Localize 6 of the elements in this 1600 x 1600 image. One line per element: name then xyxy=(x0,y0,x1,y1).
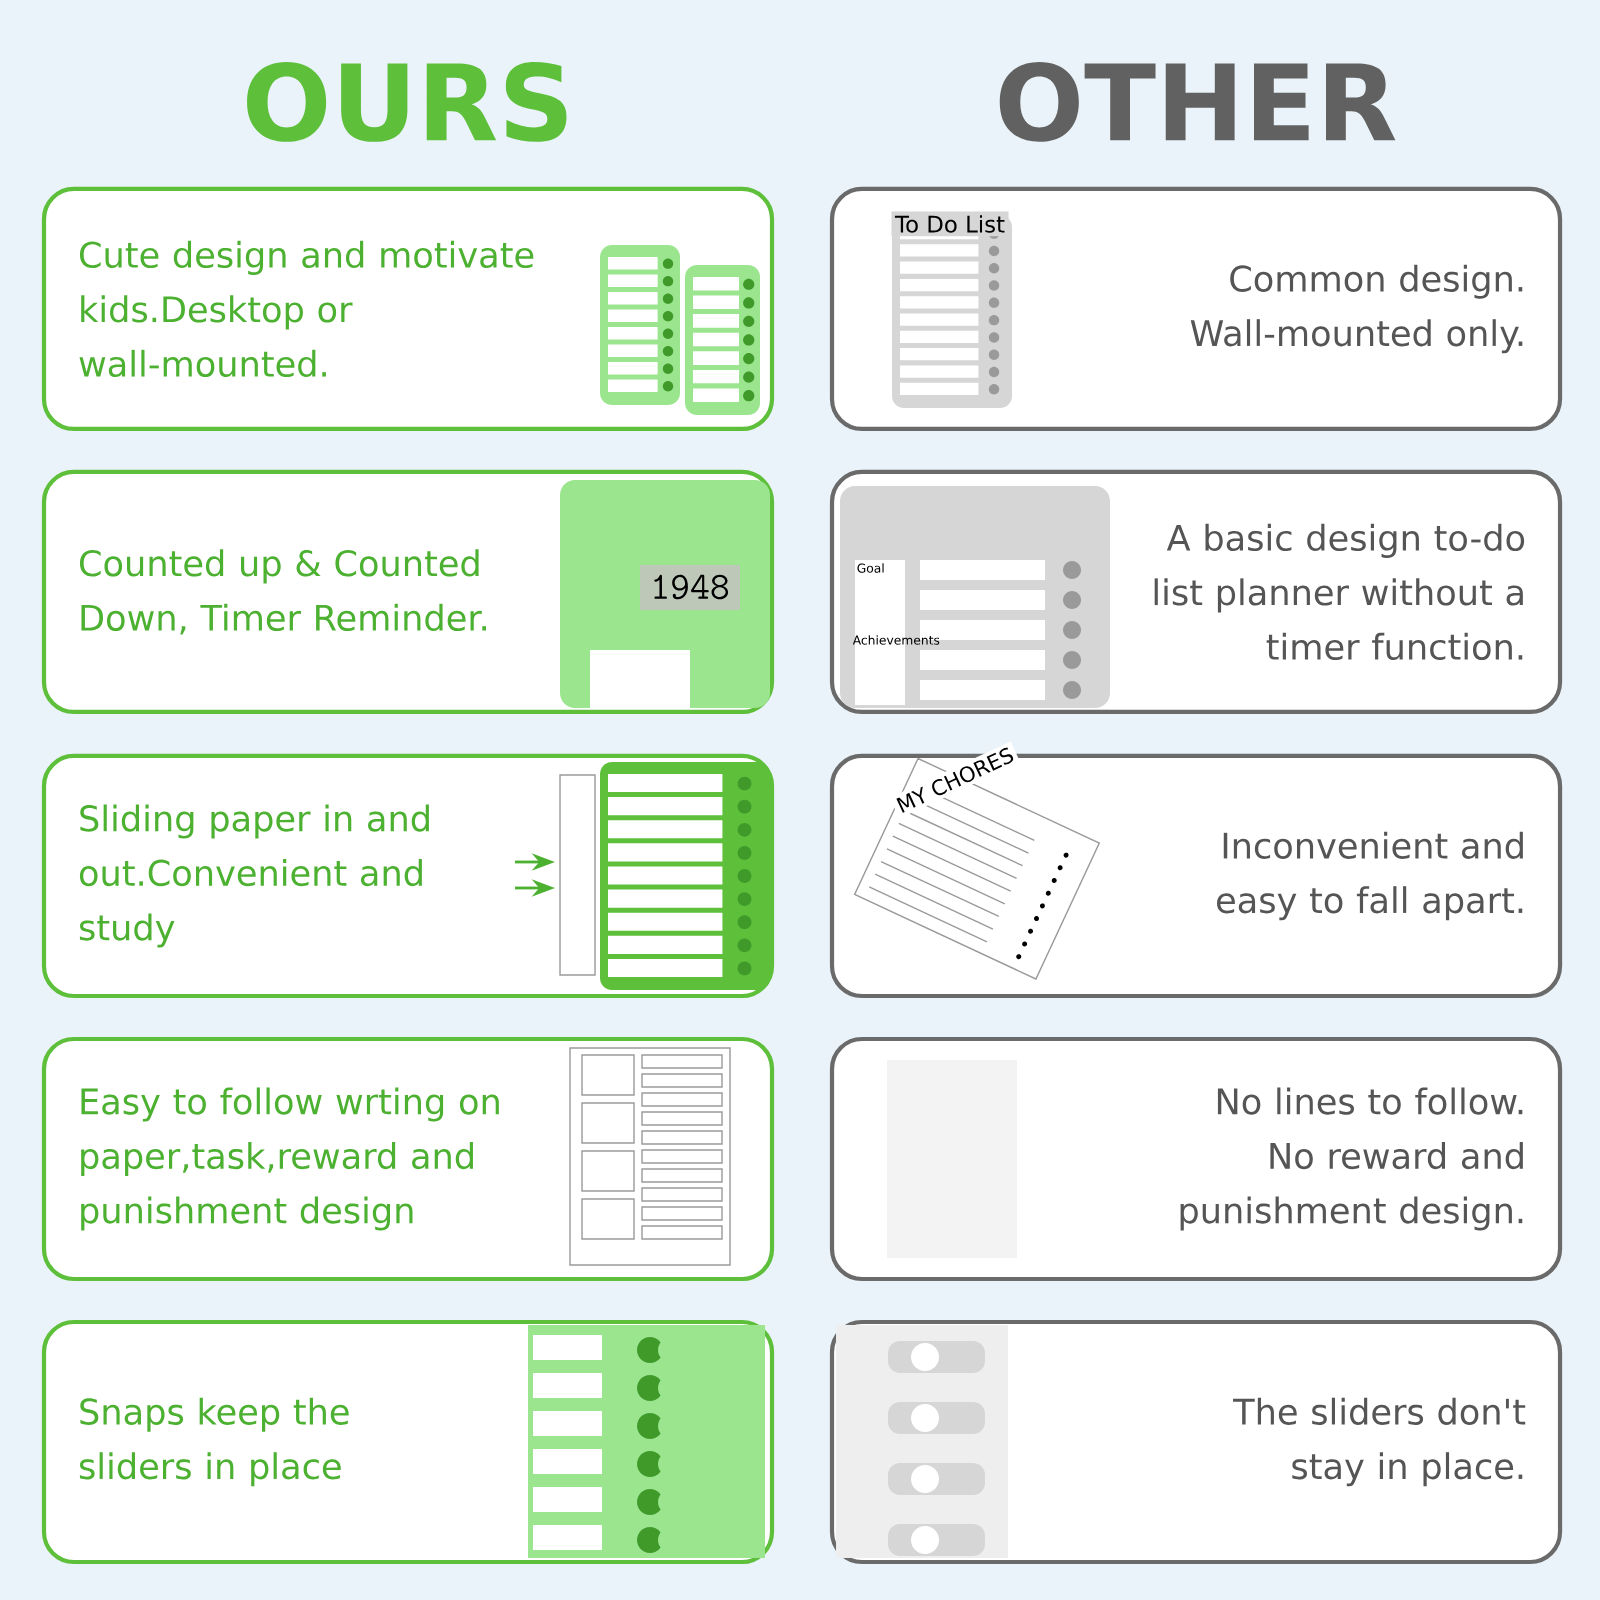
picture-text: Goal xyxy=(857,563,884,573)
picture-text: To Do List xyxy=(891,211,1009,237)
display-text: 1948 xyxy=(654,574,729,600)
heading: OURS xyxy=(247,62,567,142)
heading: OTHER xyxy=(999,62,1396,142)
picture-text: Achievements xyxy=(852,635,940,645)
